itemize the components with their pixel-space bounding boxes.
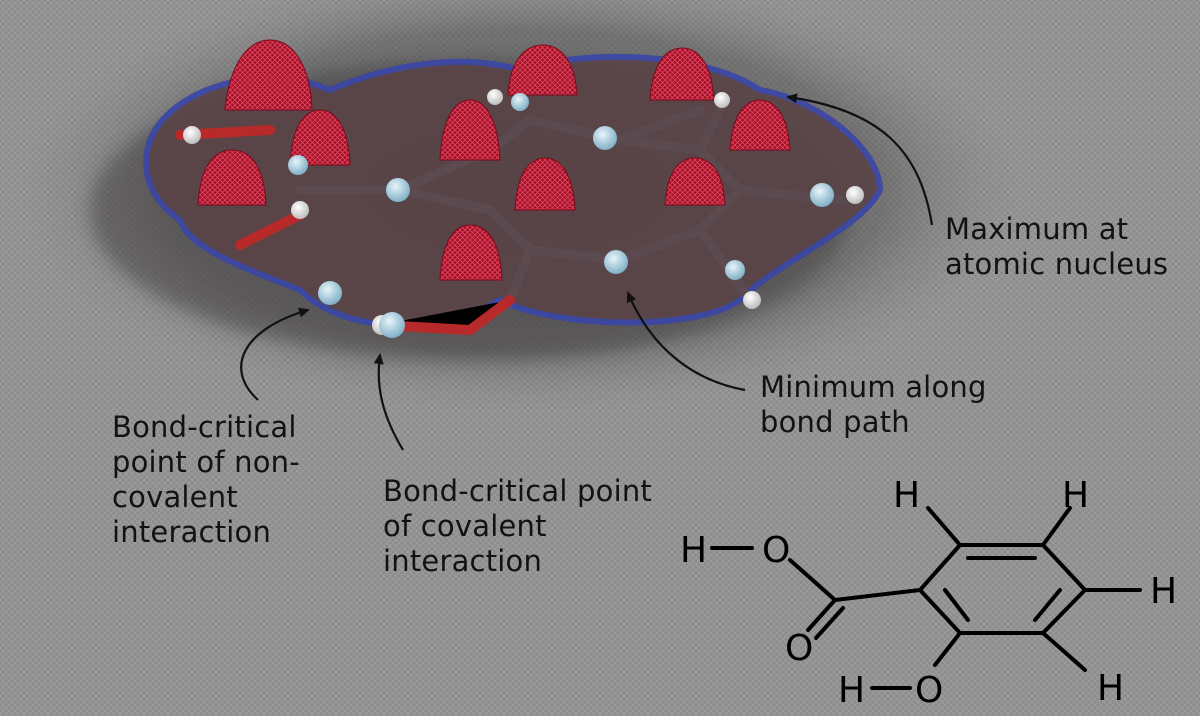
atom-o-hydroxyl-top: O bbox=[762, 530, 790, 571]
label-line: Bond-critical point bbox=[383, 474, 652, 508]
label-bcp-noncovalent: Bond-critical point of non- covalent int… bbox=[112, 410, 300, 550]
arrow-maximum bbox=[786, 93, 934, 226]
label-line: interaction bbox=[112, 515, 272, 549]
label-line: covalent bbox=[112, 480, 238, 514]
label-bcp-covalent: Bond-critical point of covalent interact… bbox=[383, 474, 652, 579]
label-line: atomic nucleus bbox=[945, 247, 1169, 281]
label-line: Bond-critical bbox=[112, 410, 297, 444]
arrow-minimum bbox=[626, 291, 746, 392]
arrow-bcp-covalent bbox=[373, 353, 404, 451]
atom-h-ring-top-right: H bbox=[1062, 475, 1089, 516]
label-line: Maximum at bbox=[945, 212, 1129, 246]
callout-arrows bbox=[240, 93, 934, 451]
atom-h-hydroxyl-top: H bbox=[680, 530, 707, 571]
atom-o-carbonyl: O bbox=[785, 628, 813, 669]
atom-h-ring-top-left: H bbox=[893, 475, 920, 516]
label-maximum-at-atomic-nucleus: Maximum at atomic nucleus bbox=[945, 212, 1168, 282]
arrow-bcp-noncovalent bbox=[240, 307, 310, 401]
label-line: point of non- bbox=[112, 445, 300, 479]
label-line: bond path bbox=[760, 405, 910, 439]
bond-critical-points bbox=[288, 93, 834, 338]
structure-atoms: H O O H O H H H H bbox=[680, 475, 1177, 711]
label-line: interaction bbox=[383, 544, 543, 578]
atom-h-hydroxyl-bottom: H bbox=[838, 670, 865, 711]
atom-h-ring-bottom-right: H bbox=[1097, 668, 1124, 709]
density-maxima bbox=[197, 39, 791, 281]
skeletal-structure bbox=[710, 506, 1142, 690]
atom-o-hydroxyl-bottom: O bbox=[915, 670, 943, 711]
label-minimum-along-bond-path: Minimum along bond path bbox=[760, 370, 987, 440]
atom-h-ring-right: H bbox=[1150, 571, 1177, 612]
label-line: Minimum along bbox=[760, 370, 987, 404]
label-line: of covalent bbox=[383, 509, 547, 543]
